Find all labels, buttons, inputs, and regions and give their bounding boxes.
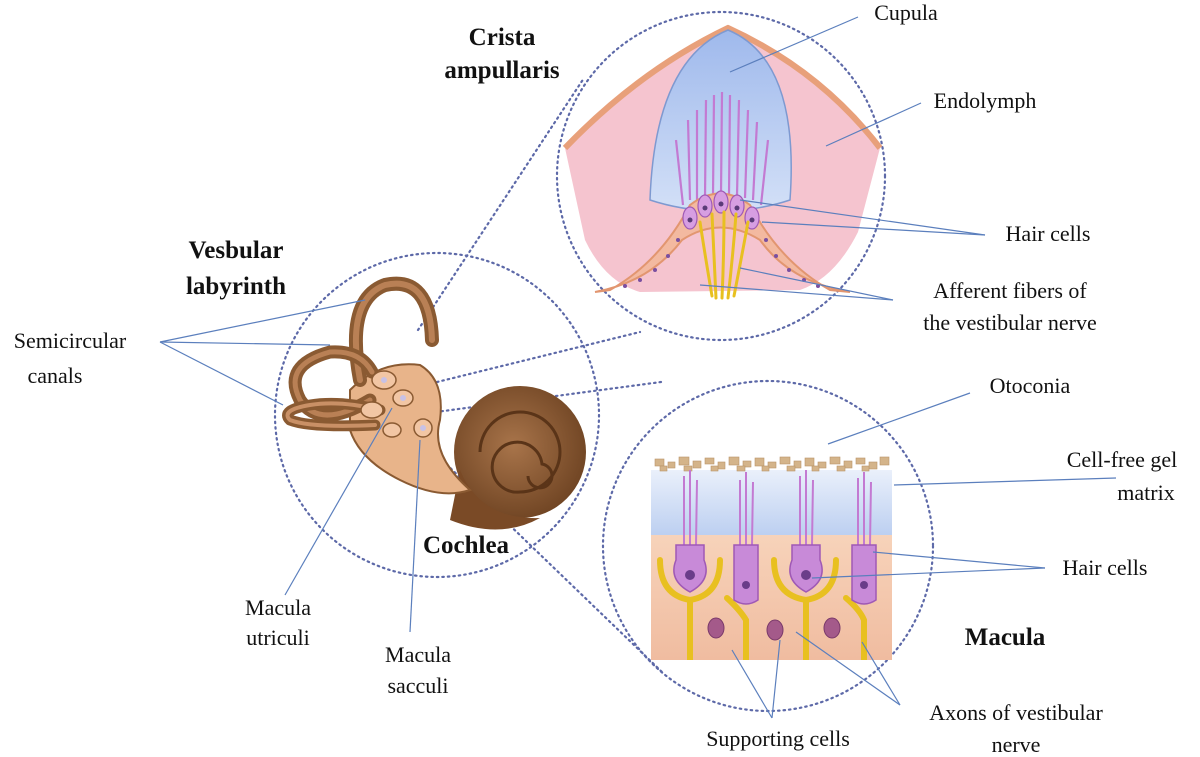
- label-afferent-line2: the vestibular nerve: [923, 310, 1097, 335]
- leader-afferent-2: [699, 284, 894, 301]
- leader-cupula: [729, 16, 859, 73]
- leader-semicircular-1: [159, 299, 366, 343]
- labyrinth-callout-circle: [273, 251, 601, 579]
- leader-hair-cells-bottom-1: [872, 551, 1046, 569]
- label-cupula: Cupula: [874, 0, 938, 25]
- label-axons-line1: Axons of vestibular: [929, 700, 1103, 725]
- zoom-line-crista-lower: [435, 330, 642, 384]
- label-gel-matrix-line2: matrix: [1117, 480, 1174, 505]
- zoom-line-macula-lower: [413, 432, 664, 674]
- leader-axons-1: [795, 631, 901, 706]
- label-macula-sacculi-line2: sacculi: [387, 673, 448, 698]
- leader-otoconia: [827, 392, 971, 445]
- label-gel-matrix-line1: Cell-free gel: [1067, 447, 1178, 472]
- label-axons-line2: nerve: [992, 732, 1041, 757]
- vestibule-body: [349, 363, 472, 495]
- label-macula-sacculi-line1: Macula: [385, 642, 451, 667]
- label-hair-cells-bottom: Hair cells: [1063, 555, 1148, 580]
- crista-callout-circle: [555, 10, 887, 342]
- cochlea-spiral: [478, 410, 562, 494]
- leader-semicircular-2: [159, 341, 331, 346]
- label-macula-utriculi-line2: utriculi: [246, 625, 310, 650]
- leader-supporting-1: [731, 649, 773, 719]
- leader-hair-cells-top-1: [739, 199, 986, 236]
- cochlea-shell: [454, 386, 586, 518]
- title-cochlea: Cochlea: [423, 532, 510, 559]
- zoom-line-crista-upper: [416, 76, 586, 332]
- leader-semicircular-3: [159, 341, 284, 406]
- leader-axons-2: [861, 641, 901, 706]
- macula-illustration: [651, 456, 892, 660]
- vestibular-labyrinth-illustration: [282, 276, 586, 530]
- label-otoconia: Otoconia: [990, 373, 1071, 398]
- label-macula-utriculi-line1: Macula: [245, 595, 311, 620]
- leader-lines: [159, 16, 1117, 719]
- leader-macula-sacculi: [409, 439, 421, 633]
- title-labyrinth-line1: Vesbular: [189, 237, 284, 264]
- label-afferent-line1: Afferent fibers of: [933, 278, 1087, 303]
- label-hair-cells-top: Hair cells: [1006, 221, 1091, 246]
- crista-ampullaris-illustration: [562, 24, 883, 300]
- label-supporting-cells: Supporting cells: [706, 726, 850, 751]
- gel-matrix-layer: [651, 470, 892, 540]
- leader-macula-utriculi: [284, 407, 393, 596]
- title-labyrinth-line2: labyrinth: [186, 273, 286, 300]
- title-crista-line2: ampullaris: [444, 57, 560, 84]
- leader-hair-cells-top-2: [761, 221, 986, 236]
- leader-gel-matrix: [893, 477, 1117, 486]
- title-crista-line1: Crista: [469, 24, 536, 51]
- leader-endolymph: [825, 102, 922, 147]
- ampulla-wall: [562, 24, 883, 151]
- title-macula: Macula: [965, 624, 1046, 651]
- leader-hair-cells-bottom-2: [811, 567, 1046, 579]
- leader-afferent-1: [739, 267, 894, 301]
- leader-supporting-2: [771, 639, 781, 719]
- label-semicircular-line2: canals: [28, 363, 83, 388]
- label-semicircular-line1: Semicircular: [14, 328, 127, 353]
- label-endolymph: Endolymph: [934, 88, 1037, 113]
